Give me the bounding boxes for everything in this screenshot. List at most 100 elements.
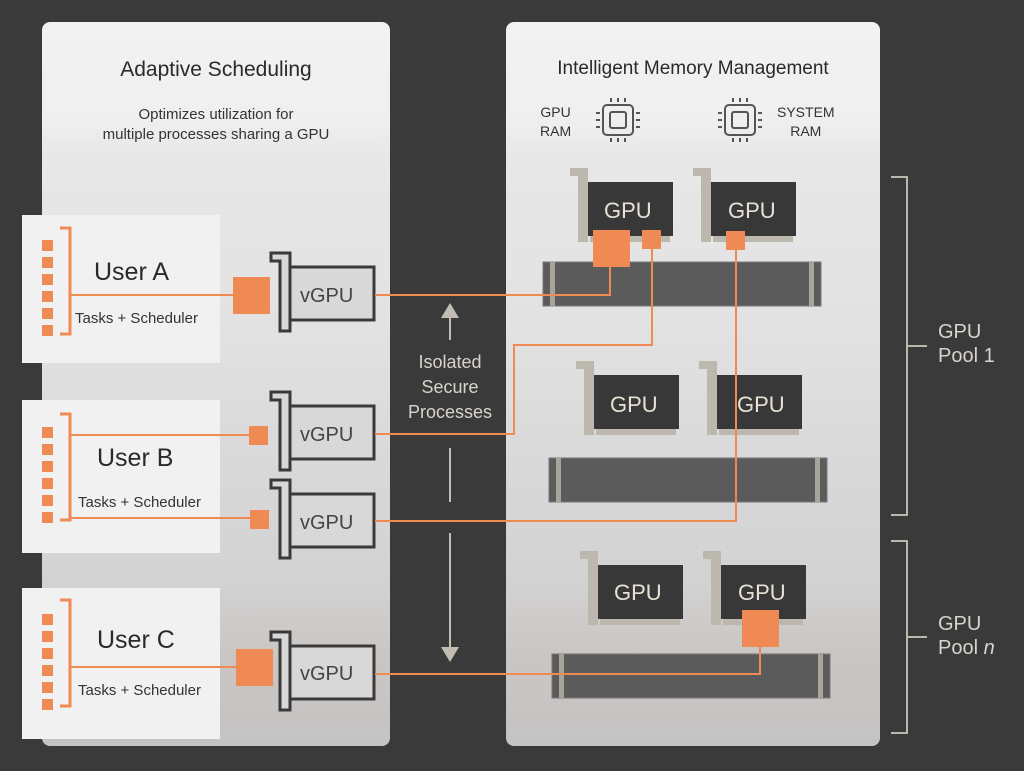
label-line: Secure: [421, 377, 479, 397]
label-line: RAM: [790, 123, 822, 139]
vgpu-label: vGPU: [300, 424, 354, 446]
task-stack-icon: [42, 598, 72, 710]
vgpu-bracket: [269, 251, 292, 333]
gpu-fan-strip: [600, 617, 680, 625]
vgpu-card-body: [288, 404, 376, 461]
vgpu-card: [269, 478, 376, 560]
task-square: [42, 648, 53, 659]
task-square: [42, 495, 53, 506]
task-square: [42, 308, 53, 319]
label-line: Isolated: [418, 352, 482, 372]
gpu-card-body: [594, 375, 679, 429]
task-square: [42, 274, 53, 285]
memory-management-panel: Intelligent Memory Management: [506, 22, 880, 746]
chip-inner: [731, 111, 749, 129]
pool-1-label: GPU Pool 1: [938, 320, 995, 368]
task-square: [42, 512, 53, 523]
server-body: [551, 653, 831, 699]
chip-outer: [602, 104, 634, 136]
pool-1-bracket: [891, 176, 908, 516]
gpu-card-body: [598, 565, 683, 619]
label-line: GPU: [938, 321, 982, 343]
arrow-down-icon: [441, 533, 459, 662]
gpu-fan-strip: [719, 427, 799, 435]
task-square: [42, 478, 53, 489]
connection-line: [375, 242, 653, 435]
panel-subtitle-line2: multiple processes sharing a GPU: [102, 126, 330, 143]
gpu-card-body: [717, 375, 802, 429]
task-square: [42, 325, 53, 336]
vgpu-card: [269, 251, 376, 333]
user-c-caption: Tasks + Scheduler: [78, 682, 201, 699]
connection-line: [375, 262, 611, 296]
user-b-box: [22, 400, 220, 553]
isolated-processes-label: Isolated Secure Processes: [400, 350, 500, 425]
vgpu-bracket: [269, 630, 292, 712]
panel-title: Intelligent Memory Management: [557, 58, 829, 79]
panel-subtitle-line1: Optimizes utilization for: [138, 106, 294, 123]
task-bracket: [60, 412, 72, 522]
server-body: [542, 261, 822, 307]
gpu-bracket: [576, 361, 594, 435]
connector-square: [642, 230, 661, 249]
server-rail: [809, 262, 814, 306]
task-bracket: [60, 598, 72, 708]
task-bracket: [60, 226, 72, 336]
pool-word: Pool: [938, 637, 984, 659]
server-rail: [559, 654, 564, 698]
label-line: Pool 1: [938, 345, 995, 367]
gpu-card: [699, 361, 802, 435]
label-line: GPU: [938, 613, 982, 635]
arrow-up-icon: [441, 303, 459, 340]
task-square: [42, 614, 53, 625]
pool-n-bracket: [891, 540, 908, 734]
gpu-bracket: [703, 551, 721, 625]
task-square: [42, 444, 53, 455]
gpu-label: GPU: [728, 198, 776, 223]
gpu-fan-strip: [596, 427, 676, 435]
pool-index: n: [983, 637, 995, 659]
server-rack: [548, 457, 828, 503]
gpu-card: [580, 551, 683, 625]
task-square: [42, 427, 53, 438]
server-rack: [542, 261, 822, 307]
connection-line: [375, 642, 761, 675]
vgpu-card-body: [288, 492, 376, 549]
panel-title: Adaptive Scheduling: [120, 58, 312, 81]
task-stack-icon: [42, 226, 72, 336]
system-ram-label: SYSTEM RAM: [777, 103, 835, 141]
gpu-bracket: [580, 551, 598, 625]
gpu-label: GPU: [737, 392, 785, 417]
isolation-column: [390, 22, 506, 746]
vgpu-label: vGPU: [300, 285, 354, 307]
gpu-label: GPU: [610, 392, 658, 417]
server-rail: [550, 262, 555, 306]
pool-n-label: GPU Pool n: [938, 612, 995, 660]
vgpu-bracket: [269, 478, 292, 560]
vgpu-bracket: [269, 390, 292, 472]
task-square: [42, 699, 53, 710]
connector-square: [726, 231, 745, 250]
chip-icon: [718, 98, 762, 142]
vgpu-card: [269, 630, 376, 712]
task-square: [42, 461, 53, 472]
connector-square: [249, 426, 268, 445]
label-line: GPU: [540, 104, 571, 120]
server-rack: [551, 653, 831, 699]
connector-square: [236, 649, 273, 686]
connection-line: [375, 242, 737, 522]
user-a-name: User A: [94, 258, 170, 286]
user-a-box: [22, 215, 220, 363]
vgpu-label: vGPU: [300, 663, 354, 685]
task-square: [42, 291, 53, 302]
user-a-caption: Tasks + Scheduler: [75, 310, 198, 327]
user-b-caption: Tasks + Scheduler: [78, 494, 201, 511]
label-line: Processes: [407, 402, 493, 422]
server-rail: [815, 458, 820, 502]
connector-square: [742, 610, 779, 647]
gpu-label: GPU: [604, 198, 652, 223]
chip-inner: [609, 111, 627, 129]
task-square: [42, 240, 53, 251]
task-stack-icon: [42, 412, 72, 523]
